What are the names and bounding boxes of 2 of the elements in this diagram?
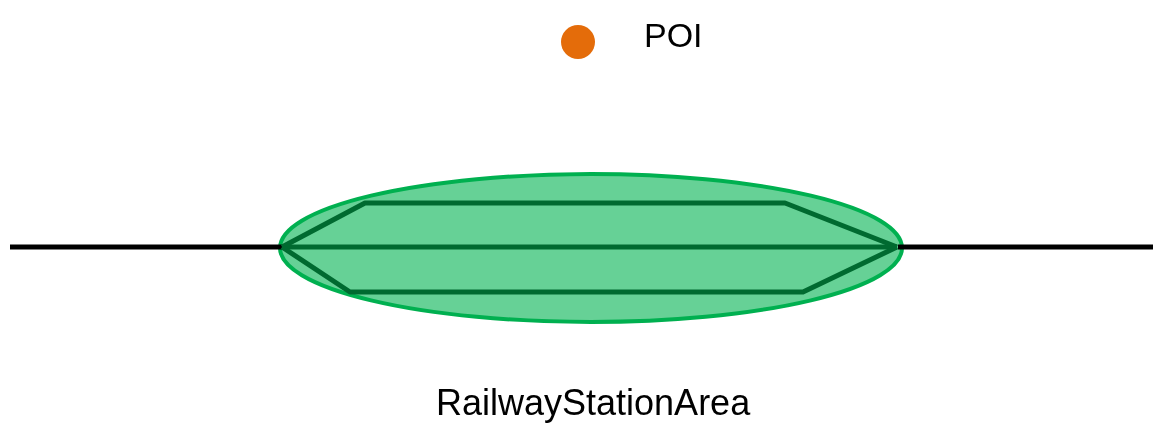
poi-label: POI — [644, 16, 703, 55]
area-label: RailwayStationArea — [436, 382, 751, 424]
